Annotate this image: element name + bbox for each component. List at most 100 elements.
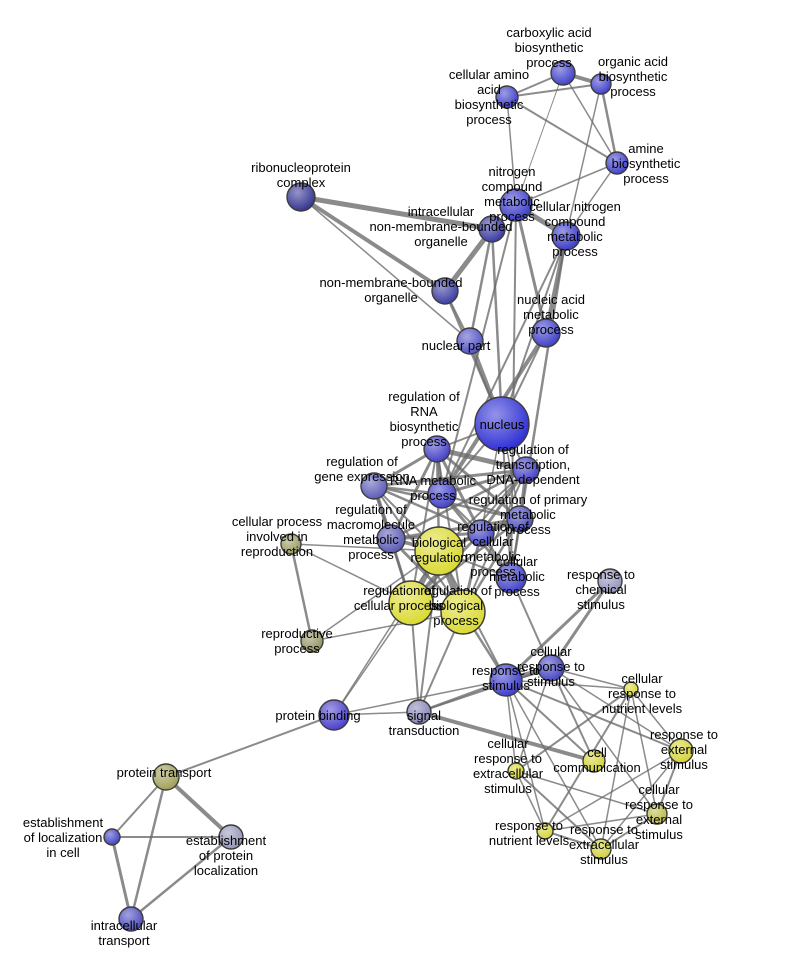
node-reg_cellular_process[interactable] xyxy=(388,580,434,626)
node-rna_metabolic_process[interactable] xyxy=(427,479,457,509)
edge-cellular_process_reproduction--reproductive_process[interactable] xyxy=(289,542,314,643)
edge-cellular_response_stimulus--cell_communication[interactable] xyxy=(550,667,595,762)
edge-cellular_response_extracellular_stimulus--cellular_response_external_stimulus[interactable] xyxy=(515,770,658,815)
node-response_stimulus[interactable] xyxy=(489,663,523,697)
edge-reg_transcription_dna--reg_gene_expression[interactable] xyxy=(372,468,528,488)
node-reg_cellular_metabolic[interactable] xyxy=(467,519,495,547)
node-cellular_response_stimulus[interactable] xyxy=(537,654,565,682)
edge-reproductive_process--biological_regulation[interactable] xyxy=(311,550,440,642)
edge-reg_gene_expression--reg_cellular_metabolic[interactable] xyxy=(372,484,483,535)
edge-cellular_response_stimulus--signal_transduction[interactable] xyxy=(418,667,552,713)
node-cellular_response_extracellular_stimulus[interactable] xyxy=(507,762,525,780)
node-nucleus[interactable] xyxy=(474,396,530,452)
node-intracellular_transport[interactable] xyxy=(118,906,144,932)
node-cellular_amino_acid_bp[interactable] xyxy=(495,85,519,109)
edge-protein_transport--intracellular_transport[interactable] xyxy=(129,775,168,921)
node-cellular_process_reproduction[interactable] xyxy=(280,533,302,555)
edge-response_extracellular_stimulus--cellular_response_external_stimulus[interactable] xyxy=(600,813,658,850)
edge-ribonucleoprotein_complex--nuclear_part[interactable] xyxy=(300,196,471,342)
edge-ribonucleoprotein_complex--nmb_organelle[interactable] xyxy=(299,195,447,293)
edge-response_nutrient_levels--cellular_response_external_stimulus[interactable] xyxy=(544,813,658,832)
edge-reg_rna_biosynthetic--reg_cellular_process[interactable] xyxy=(410,448,438,604)
edge-cellular_response_stimulus--response_chemical_stimulus[interactable] xyxy=(549,579,612,670)
edge-cellular_response_nutrient_levels--cellular_response_extracellular_stimulus[interactable] xyxy=(515,688,632,772)
node-nuclear_part[interactable] xyxy=(456,327,484,355)
node-cellular_nitrogen_compound_mp[interactable] xyxy=(551,221,581,251)
edge-cellular_metabolic_process--cellular_response_stimulus[interactable] xyxy=(510,577,552,669)
edge-cellular_response_stimulus--cellular_response_extracellular_stimulus[interactable] xyxy=(515,667,552,772)
node-reg_rna_biosynthetic[interactable] xyxy=(423,435,451,463)
node-response_chemical_stimulus[interactable] xyxy=(597,568,623,594)
node-biological_regulation[interactable] xyxy=(414,526,464,576)
node-reg_primary_metabolic[interactable] xyxy=(506,505,534,533)
node-nmb_organelle[interactable] xyxy=(431,277,459,305)
edge-cellular_response_extracellular_stimulus--response_nutrient_levels[interactable] xyxy=(515,770,546,832)
node-nitrogen_compound_mp[interactable] xyxy=(499,188,533,222)
node-protein_transport[interactable] xyxy=(152,763,180,791)
node-amine_bp[interactable] xyxy=(605,151,629,175)
node-cellular_response_external_stimulus[interactable] xyxy=(646,803,668,825)
edge-response_stimulus--response_chemical_stimulus[interactable] xyxy=(504,579,612,682)
edge-protein_binding--protein_transport[interactable] xyxy=(165,714,335,778)
edge-signal_transduction--cell_communication[interactable] xyxy=(417,710,596,763)
edge-ribonucleoprotein_complex--intracellular_nmb_organelle[interactable] xyxy=(298,194,495,232)
node-reg_macromolecule_metabolic[interactable] xyxy=(376,524,406,554)
node-establishment_localization_in_cell[interactable] xyxy=(103,828,121,846)
edge-cellular_nitrogen_compound_mp--rna_metabolic_process[interactable] xyxy=(441,235,567,495)
edge-cellular_response_stimulus--cellular_response_external_stimulus[interactable] xyxy=(550,667,658,815)
edge-cellular_amino_acid_bp--organic_acid_bp[interactable] xyxy=(506,83,602,98)
edge-intracellular_nmb_organelle--nucleus[interactable] xyxy=(490,227,504,426)
edge-cellular_response_nutrient_levels--response_external_stimulus[interactable] xyxy=(630,688,682,752)
edge-amine_bp--nitrogen_compound_mp[interactable] xyxy=(515,162,618,206)
node-reg_gene_expression[interactable] xyxy=(360,472,388,500)
node-cell_communication[interactable] xyxy=(582,749,606,773)
node-intracellular_nmb_organelle[interactable] xyxy=(478,215,506,243)
edge-carboxylic_acid_bp--nitrogen_compound_mp[interactable] xyxy=(515,72,564,206)
node-ribonucleoprotein_complex[interactable] xyxy=(286,182,316,212)
node-establishment_protein_localization[interactable] xyxy=(218,824,244,850)
node-layer xyxy=(103,60,694,932)
edge-cellular_response_nutrient_levels--cellular_response_external_stimulus[interactable] xyxy=(630,688,658,815)
edge-establishment_protein_localization--intracellular_transport[interactable] xyxy=(129,835,233,921)
node-organic_acid_bp[interactable] xyxy=(590,73,612,95)
edge-response_stimulus--response_extracellular_stimulus[interactable] xyxy=(505,679,602,850)
edge-establishment_localization_in_cell--intracellular_transport[interactable] xyxy=(110,835,133,921)
edge-response_stimulus--cellular_response_nutrient_levels[interactable] xyxy=(505,679,632,690)
edge-reg_biological_process--reproductive_process[interactable] xyxy=(311,611,464,642)
node-reg_biological_process[interactable] xyxy=(440,589,486,635)
node-response_nutrient_levels[interactable] xyxy=(536,822,554,840)
edge-cellular_amino_acid_bp--amine_bp[interactable] xyxy=(506,96,618,164)
edge-response_stimulus--response_nutrient_levels[interactable] xyxy=(505,679,546,832)
edge-cellular_amino_acid_bp--nitrogen_compound_mp[interactable] xyxy=(506,96,517,206)
edge-amine_bp--cellular_nitrogen_compound_mp[interactable] xyxy=(565,162,618,237)
node-cellular_response_nutrient_levels[interactable] xyxy=(623,681,639,697)
edge-protein_binding--response_stimulus[interactable] xyxy=(333,679,507,716)
edge-organic_acid_bp--amine_bp[interactable] xyxy=(599,82,619,165)
node-carboxylic_acid_bp[interactable] xyxy=(550,60,576,86)
node-reg_transcription_dna[interactable] xyxy=(512,456,540,484)
edge-biological_regulation--signal_transduction[interactable] xyxy=(418,550,440,713)
edge-nitrogen_compound_mp--nucleic_acid_mp[interactable] xyxy=(514,203,548,335)
edge-organic_acid_bp--cellular_nitrogen_compound_mp[interactable] xyxy=(565,83,602,237)
edge-cellular_response_stimulus--cellular_response_nutrient_levels[interactable] xyxy=(550,667,632,690)
node-reproductive_process[interactable] xyxy=(300,629,324,653)
edge-reg_macromolecule_metabolic--reg_primary_metabolic[interactable] xyxy=(389,517,522,541)
node-signal_transduction[interactable] xyxy=(406,699,432,725)
edge-reg_transcription_dna--reg_biological_process[interactable] xyxy=(462,469,527,613)
edge-cellular_response_stimulus--response_external_stimulus[interactable] xyxy=(550,667,682,752)
edge-response_stimulus--cell_communication[interactable] xyxy=(505,679,595,762)
node-response_external_stimulus[interactable] xyxy=(668,738,694,764)
node-protein_binding[interactable] xyxy=(318,699,350,731)
node-cellular_metabolic_process[interactable] xyxy=(495,562,527,594)
edge-response_external_stimulus--response_extracellular_stimulus[interactable] xyxy=(600,750,682,850)
edge-protein_transport--establishment_protein_localization[interactable] xyxy=(164,775,233,839)
edge-protein_binding--biological_regulation[interactable] xyxy=(333,550,440,716)
node-nucleic_acid_mp[interactable] xyxy=(531,318,561,348)
edge-reg_rna_biosynthetic--reg_transcription_dna[interactable] xyxy=(434,446,529,473)
edge-intracellular_nmb_organelle--nuclear_part[interactable] xyxy=(468,227,494,343)
node-response_extracellular_stimulus[interactable] xyxy=(590,838,612,860)
edge-cellular_response_extracellular_stimulus--response_extracellular_stimulus[interactable] xyxy=(515,770,602,850)
